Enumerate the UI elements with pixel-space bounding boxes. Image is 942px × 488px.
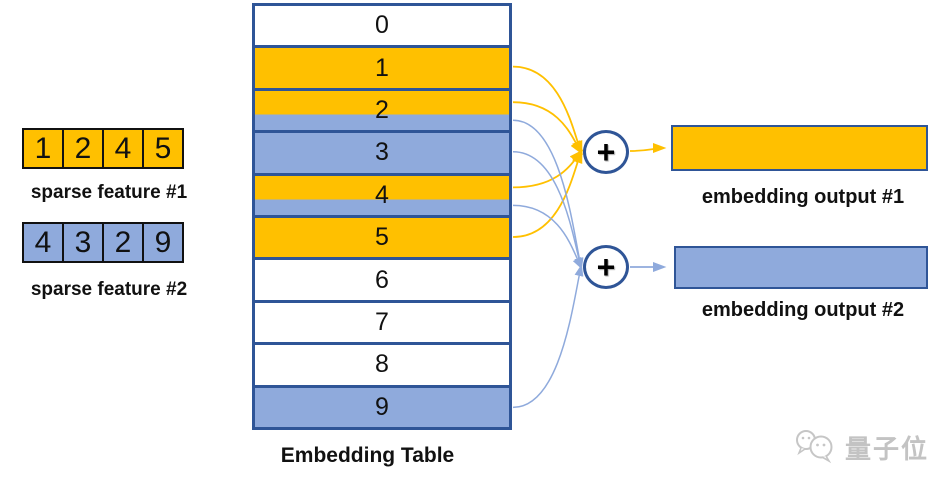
sparse-feature-2-cell: 9: [142, 222, 184, 263]
embedding-output-2-bar: [674, 246, 928, 289]
edge-row3-to-sum2: [512, 151, 583, 270]
sum-operator-2: +: [583, 245, 629, 289]
chat-bubbles-icon: [796, 430, 833, 464]
embedding-table-row: 2: [255, 87, 509, 131]
sparse-feature-1-cell: 4: [102, 128, 144, 169]
sparse-feature-2-strip: 4 3 2 9: [22, 222, 184, 263]
sparse-feature-1-cell: 5: [142, 128, 184, 169]
embedding-output-1-bar: [671, 125, 928, 171]
watermark-text: 量子位: [845, 434, 930, 465]
embedding-table-row: 9: [255, 384, 509, 428]
sparse-feature-2-cell: 4: [22, 222, 64, 263]
embedding-table-title: Embedding Table: [280, 444, 455, 467]
edge-sum1-to-output1: [629, 142, 667, 154]
embedding-table-row: 3: [255, 130, 509, 173]
sparse-feature-1-cell: 1: [22, 128, 64, 169]
edge-row2-to-sum2: [512, 119, 584, 270]
embedding-table-row: 8: [255, 342, 509, 385]
embedding-table-row: 0: [255, 6, 509, 46]
embedding-table-row: 6: [255, 257, 509, 300]
sparse-feature-2-label: sparse feature #2: [30, 279, 188, 300]
sparse-feature-2-cell: 3: [62, 222, 104, 263]
embedding-table-row: 4: [255, 172, 509, 216]
sparse-feature-2-cell: 2: [102, 222, 144, 263]
edge-row1-to-sum1: [512, 65, 583, 156]
edge-row4-to-sum2: [512, 204, 583, 270]
edge-row5-to-sum1: [512, 148, 583, 238]
embedding-output-2-label: embedding output #2: [701, 299, 905, 321]
edge-row9-to-sum2: [512, 264, 584, 409]
sparse-feature-1-label: sparse feature #1: [30, 182, 188, 203]
watermark: 量子位: [793, 428, 929, 466]
sum-operator-1: +: [583, 130, 629, 174]
embedding-table: 0 1 2 3 4 5 6 7 8 9: [252, 3, 512, 430]
edge-row4-to-sum1: [512, 149, 584, 189]
embedding-table-row: 5: [255, 215, 509, 258]
embedding-output-1-label: embedding output #1: [701, 186, 905, 208]
embedding-table-row: 1: [255, 45, 509, 88]
edge-row2-to-sum1: [512, 101, 583, 156]
sparse-feature-1-cell: 2: [62, 128, 104, 169]
embedding-table-row: 7: [255, 299, 509, 343]
sparse-feature-1-strip: 1 2 4 5: [22, 128, 184, 169]
